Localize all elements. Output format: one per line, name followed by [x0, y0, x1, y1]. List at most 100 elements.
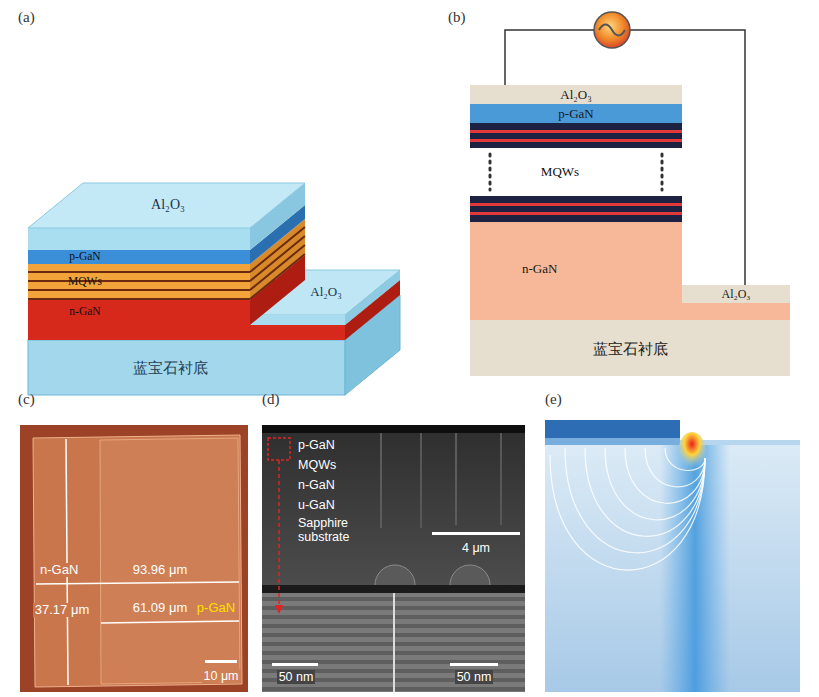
micrograph: [20, 425, 248, 692]
ac-source: [594, 12, 630, 48]
panel-letter-holder: (a): [18, 9, 35, 26]
device-3d: [28, 271, 250, 273]
quantum-well-stack: [470, 123, 682, 222]
current-simulation: [545, 420, 680, 445]
sem-image: [278, 460, 280, 612]
region-label-holder: p-GaN: [195, 601, 237, 616]
micrograph: [101, 621, 239, 623]
sem-image: [262, 425, 525, 692]
layer-label: 蓝宝石衬底: [593, 341, 668, 356]
layer-band: n-GaN: [470, 222, 790, 320]
layer-label-holder: MQWs: [298, 458, 336, 472]
panel-letter-holder: (b): [448, 9, 466, 26]
micrograph: [100, 438, 240, 684]
sem-image: [455, 433, 457, 525]
layer-label: Al₂O₃: [560, 88, 591, 101]
device-3d: [28, 289, 250, 291]
layer-label: Al₂O₃: [721, 288, 750, 300]
layer-label-holder: n-GaN: [69, 305, 100, 318]
device-3d: [28, 183, 305, 228]
current-simulation: [605, 448, 705, 520]
layer-label: Sapphire substrate: [298, 516, 362, 545]
current-simulation: [550, 448, 705, 570]
current-simulation: [645, 448, 705, 487]
sem-image: [262, 585, 525, 593]
dimension-label: 37.17 μm: [33, 603, 91, 618]
current-simulation: [660, 445, 730, 692]
current-simulation: [550, 455, 705, 570]
panel-letter-holder: (c): [18, 391, 35, 408]
device-3d: [28, 264, 250, 300]
device-3d: [28, 300, 250, 325]
panel-letter: (c): [18, 391, 35, 408]
layer-label-holder: MQWs: [68, 275, 102, 288]
layer-label-holder: Al₂O₃: [310, 285, 341, 300]
quantum-well-stack: [470, 130, 682, 133]
dimension-label-holder: 61.09 μm: [131, 601, 189, 616]
sem-image: [262, 425, 525, 433]
scale-label: 10 μm: [202, 669, 241, 683]
quantum-well-stack: [661, 154, 664, 190]
sem-image: [420, 433, 422, 528]
scale-label-holder: 4 μm: [462, 541, 490, 555]
layer-label: MQWs: [68, 275, 102, 288]
sem-image: [268, 438, 290, 460]
layer-band: Al₂O₃: [682, 285, 790, 303]
micrograph: [205, 660, 237, 663]
scale-label-holder: 50 nm: [455, 670, 494, 684]
scale-label-holder: 50 nm: [277, 670, 316, 684]
device-3d: [28, 280, 250, 282]
current-simulation: [545, 420, 800, 692]
layer-label-holder: p-GaN: [298, 438, 335, 452]
panel-letter: (a): [18, 9, 35, 26]
sem-image: [450, 663, 498, 666]
panel-letter-holder: (d): [262, 391, 280, 408]
scale-label-holder: 10 μm: [202, 669, 241, 683]
substrate-label-holder: 蓝宝石衬底: [133, 359, 208, 376]
current-simulation: [585, 448, 705, 536]
micrograph: [20, 425, 248, 692]
sem-image: [450, 565, 490, 585]
sem-image: [393, 593, 395, 692]
sem-image: [380, 433, 382, 528]
layer-label: Al₂O₃: [151, 197, 185, 213]
layer-band: Al₂O₃: [470, 85, 682, 104]
layer-label: n-GaN: [298, 478, 335, 492]
sem-image: [262, 425, 525, 585]
current-simulation: [545, 440, 800, 692]
current-simulation: [545, 438, 680, 445]
device-3d: [28, 228, 250, 250]
region-label: n-GaN: [38, 563, 80, 578]
region-label-holder: n-GaN: [38, 563, 80, 578]
layer-label: MQWs: [298, 458, 336, 472]
sem-image: [432, 532, 520, 535]
layer-label-holder: p-GaN: [69, 250, 100, 263]
sem-image: [500, 433, 502, 525]
layer-band: p-GaN: [470, 104, 682, 123]
quantum-well-stack: [470, 203, 682, 206]
layer-label: p-GaN: [298, 438, 335, 452]
current-simulation: [625, 448, 705, 503]
layer-label-holder: Sapphire substrate: [298, 516, 362, 545]
panel-letter: (b): [448, 9, 466, 26]
micrograph: [33, 435, 242, 687]
sem-image: [375, 565, 415, 585]
quantum-well-stack: [470, 212, 682, 215]
substrate-label: 蓝宝石衬底: [133, 359, 208, 376]
scale-label: 50 nm: [277, 670, 316, 684]
sem-image: [272, 663, 318, 666]
layer-label: n-GaN: [522, 262, 557, 275]
current-simulation: [665, 448, 705, 470]
quantum-well-stack: [489, 154, 492, 190]
layer-label: p-GaN: [69, 250, 100, 263]
panel-letter-holder: (e): [545, 391, 562, 408]
layer-outline: [470, 222, 790, 320]
scale-label: 50 nm: [455, 670, 494, 684]
layer-label: MQWs: [541, 165, 579, 180]
device-3d: [28, 340, 345, 395]
sem-image: [262, 593, 525, 692]
scale-label: 4 μm: [462, 541, 490, 555]
region-label: p-GaN: [195, 601, 237, 616]
device-3d: [28, 298, 250, 300]
